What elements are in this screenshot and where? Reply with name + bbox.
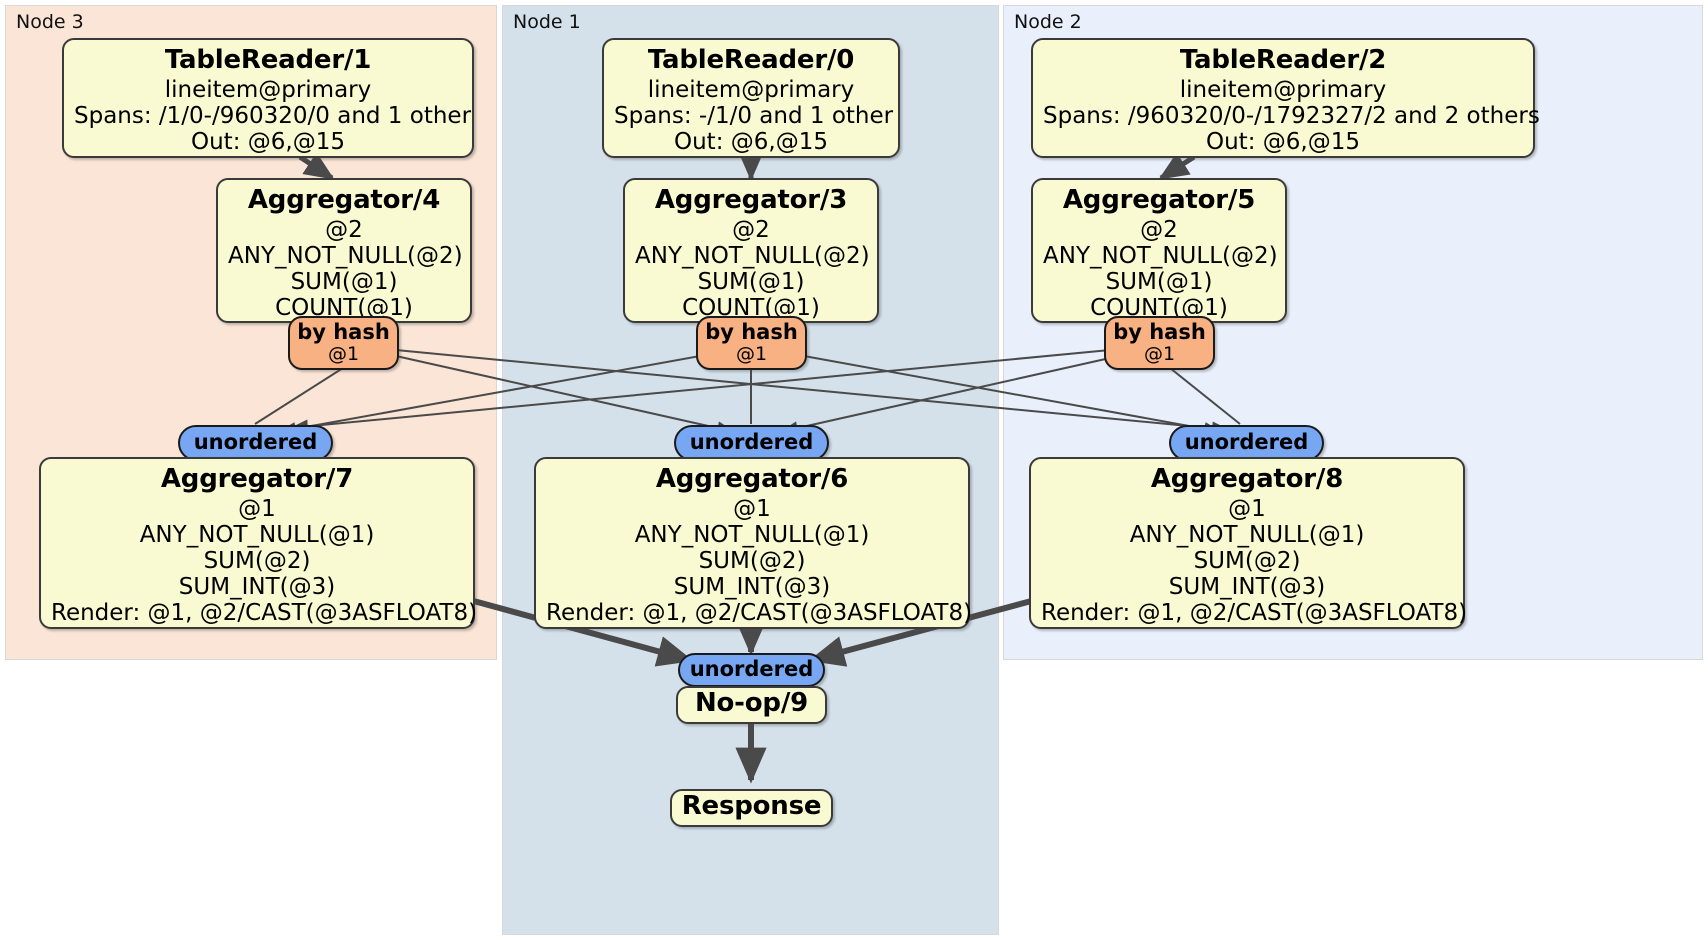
processor-detail-line: @2 bbox=[732, 216, 770, 243]
router-label: unordered bbox=[689, 430, 814, 455]
processor-detail-line: Render: @1, @2/CAST(@3ASFLOAT8) bbox=[1041, 599, 1468, 626]
processor-detail-line: SUM_INT(@3) bbox=[673, 573, 831, 600]
processor-detail-line: lineitem@primary bbox=[1179, 76, 1387, 103]
processor-detail-line: Spans: /960320/0-/1792327/2 and 2 others bbox=[1043, 102, 1540, 129]
processor-aggregator-6[interactable]: Aggregator/6 @1 ANY_NOT_NULL(@1) SUM(@2)… bbox=[534, 457, 973, 629]
processor-detail-line: ANY_NOT_NULL(@2) bbox=[228, 242, 463, 269]
router-sublabel: @1 bbox=[327, 343, 360, 366]
processor-detail-line: @1 bbox=[1228, 495, 1266, 522]
router-unordered-center[interactable]: unordered bbox=[674, 425, 829, 461]
processor-detail-line: Render: @1, @2/CAST(@3ASFLOAT8) bbox=[546, 599, 973, 626]
processor-detail-line: SUM(@2) bbox=[203, 547, 311, 574]
processor-title: Aggregator/6 bbox=[655, 464, 849, 494]
router-label: unordered bbox=[689, 657, 814, 682]
processor-detail-line: ANY_NOT_NULL(@1) bbox=[1129, 521, 1365, 548]
processor-detail-line: ANY_NOT_NULL(@2) bbox=[635, 242, 870, 269]
processor-aggregator-3[interactable]: Aggregator/3 @2 ANY_NOT_NULL(@2) SUM(@1)… bbox=[623, 178, 879, 323]
processor-detail-line: lineitem@primary bbox=[647, 76, 855, 103]
processor-aggregator-5[interactable]: Aggregator/5 @2 ANY_NOT_NULL(@2) SUM(@1)… bbox=[1031, 178, 1287, 323]
processor-detail-line: Out: @6,@15 bbox=[191, 128, 345, 155]
processor-title: Aggregator/7 bbox=[160, 464, 354, 494]
processor-title: No-op/9 bbox=[694, 688, 809, 719]
processor-detail-line: ANY_NOT_NULL(@1) bbox=[634, 521, 870, 548]
router-by-hash-center[interactable]: by hash @1 bbox=[696, 316, 807, 370]
processor-detail-line: SUM(@2) bbox=[1193, 547, 1301, 574]
processor-detail-line: ANY_NOT_NULL(@2) bbox=[1043, 242, 1278, 269]
processor-response[interactable]: Response bbox=[670, 789, 833, 827]
processor-tablereader-0[interactable]: TableReader/0 lineitem@primary Spans: -/… bbox=[602, 38, 900, 158]
processor-detail-line: @1 bbox=[238, 495, 276, 522]
processor-detail-line: SUM(@2) bbox=[698, 547, 806, 574]
processor-title: TableReader/0 bbox=[647, 45, 855, 75]
processor-title: TableReader/1 bbox=[164, 45, 372, 75]
processor-title: Aggregator/5 bbox=[1062, 185, 1256, 215]
processor-tablereader-1[interactable]: TableReader/1 lineitem@primary Spans: /1… bbox=[62, 38, 474, 158]
processor-aggregator-8[interactable]: Aggregator/8 @1 ANY_NOT_NULL(@1) SUM(@2)… bbox=[1029, 457, 1468, 629]
router-by-hash-left[interactable]: by hash @1 bbox=[288, 316, 399, 370]
processor-detail-line: Out: @6,@15 bbox=[674, 128, 828, 155]
processor-aggregator-4[interactable]: Aggregator/4 @2 ANY_NOT_NULL(@2) SUM(@1)… bbox=[216, 178, 472, 323]
processor-detail-line: Spans: /1/0-/960320/0 and 1 other bbox=[74, 102, 472, 129]
processor-title: Aggregator/3 bbox=[654, 185, 848, 215]
processor-detail-line: SUM_INT(@3) bbox=[1168, 573, 1326, 600]
router-label: by hash bbox=[705, 319, 798, 344]
router-label: by hash bbox=[297, 319, 390, 344]
processor-title: Aggregator/8 bbox=[1150, 464, 1344, 494]
processor-aggregator-7[interactable]: Aggregator/7 @1 ANY_NOT_NULL(@1) SUM(@2)… bbox=[39, 457, 478, 629]
processor-detail-line: @2 bbox=[1140, 216, 1178, 243]
processor-title: Response bbox=[681, 791, 822, 822]
processor-detail-line: Out: @6,@15 bbox=[1206, 128, 1360, 155]
processor-tablereader-2[interactable]: TableReader/2 lineitem@primary Spans: /9… bbox=[1031, 38, 1540, 158]
processor-detail-line: SUM(@1) bbox=[697, 268, 805, 295]
router-label: unordered bbox=[193, 430, 318, 455]
router-label: by hash bbox=[1113, 319, 1206, 344]
processor-title: TableReader/2 bbox=[1179, 45, 1387, 75]
processor-detail-line: lineitem@primary bbox=[164, 76, 372, 103]
node-panel-label-node1: Node 1 bbox=[513, 11, 581, 33]
router-sublabel: @1 bbox=[735, 343, 768, 366]
router-sublabel: @1 bbox=[1143, 343, 1176, 366]
processor-detail-line: SUM(@1) bbox=[1105, 268, 1213, 295]
node-panel-label-node2: Node 2 bbox=[1014, 11, 1082, 33]
router-unordered-left[interactable]: unordered bbox=[178, 425, 333, 461]
processor-noop-9[interactable]: No-op/9 bbox=[676, 686, 827, 724]
router-unordered-right[interactable]: unordered bbox=[1169, 425, 1324, 461]
processor-detail-line: @2 bbox=[325, 216, 363, 243]
processor-detail-line: ANY_NOT_NULL(@1) bbox=[139, 521, 375, 548]
processor-detail-line: Render: @1, @2/CAST(@3ASFLOAT8) bbox=[51, 599, 478, 626]
processor-detail-line: SUM(@1) bbox=[290, 268, 398, 295]
processor-detail-line: SUM_INT(@3) bbox=[178, 573, 336, 600]
router-by-hash-right[interactable]: by hash @1 bbox=[1104, 316, 1215, 370]
processor-title: Aggregator/4 bbox=[247, 185, 441, 215]
router-unordered-final[interactable]: unordered bbox=[678, 653, 825, 687]
node-panel-label-node3: Node 3 bbox=[16, 11, 84, 33]
router-label: unordered bbox=[1184, 430, 1309, 455]
processor-detail-line: @1 bbox=[733, 495, 771, 522]
processor-detail-line: Spans: -/1/0 and 1 other bbox=[614, 102, 894, 129]
